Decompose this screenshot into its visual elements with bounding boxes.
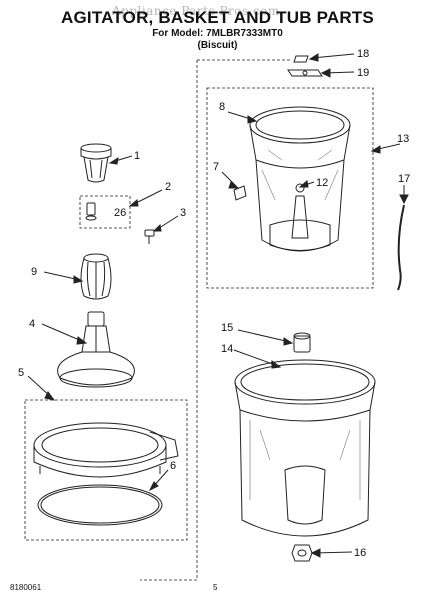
callout-5: 5 bbox=[18, 367, 24, 379]
group-box-basket bbox=[206, 87, 374, 289]
color-line: (Biscuit) bbox=[197, 40, 238, 51]
part-agitator-base bbox=[57, 311, 135, 388]
part-outer-tub bbox=[234, 359, 376, 537]
group-box-base-ring bbox=[24, 399, 188, 541]
callout-6: 6 bbox=[170, 460, 176, 472]
part-agitator-cap bbox=[80, 143, 112, 183]
callout-17: 17 bbox=[398, 173, 410, 185]
page-title: AGITATOR, BASKET AND TUB PARTS bbox=[61, 8, 374, 27]
callout-13: 13 bbox=[397, 133, 409, 145]
page-number: 5 bbox=[213, 583, 218, 592]
callout-8: 8 bbox=[219, 101, 225, 113]
part-19-bracket bbox=[287, 69, 323, 77]
callout-14: 14 bbox=[221, 343, 233, 355]
part-18-clip bbox=[293, 55, 309, 63]
part-7-clip bbox=[233, 185, 247, 201]
callout-3: 3 bbox=[180, 207, 186, 219]
part-basket bbox=[249, 106, 351, 252]
group-box-part-26 bbox=[79, 195, 131, 229]
doc-number: 8180061 bbox=[10, 583, 42, 592]
callout-9: 9 bbox=[31, 266, 37, 278]
part-26-fastener bbox=[85, 202, 97, 221]
part-17-hose bbox=[397, 204, 405, 291]
model-line: For Model: 7MLBR7333MT0 bbox=[152, 28, 283, 39]
watermark-text: Appliance Parts Pros.com bbox=[112, 4, 280, 18]
group-boxes bbox=[24, 59, 374, 581]
callout-12: 12 bbox=[316, 177, 328, 189]
callout-15: 15 bbox=[221, 322, 233, 334]
callout-4: 4 bbox=[29, 318, 35, 330]
callout-1: 1 bbox=[134, 150, 140, 162]
part-wire-ring bbox=[37, 484, 163, 526]
part-bolt bbox=[144, 229, 155, 244]
part-agitator-auger bbox=[80, 253, 112, 300]
connector-line bbox=[140, 60, 198, 581]
callout-18: 18 bbox=[357, 48, 369, 60]
callout-labels: 1 2 3 4 5 6 7 8 9 12 13 14 15 16 17 18 1… bbox=[18, 48, 410, 559]
part-base-ring bbox=[33, 422, 179, 478]
callout-19: 19 bbox=[357, 67, 369, 79]
part-16-nut bbox=[291, 544, 313, 562]
callout-26: 26 bbox=[114, 207, 126, 219]
callout-16: 16 bbox=[354, 547, 366, 559]
callout-7: 7 bbox=[213, 161, 219, 173]
part-15-coupling bbox=[293, 332, 311, 353]
callout-2: 2 bbox=[165, 181, 171, 193]
leader-arrows bbox=[27, 53, 409, 558]
